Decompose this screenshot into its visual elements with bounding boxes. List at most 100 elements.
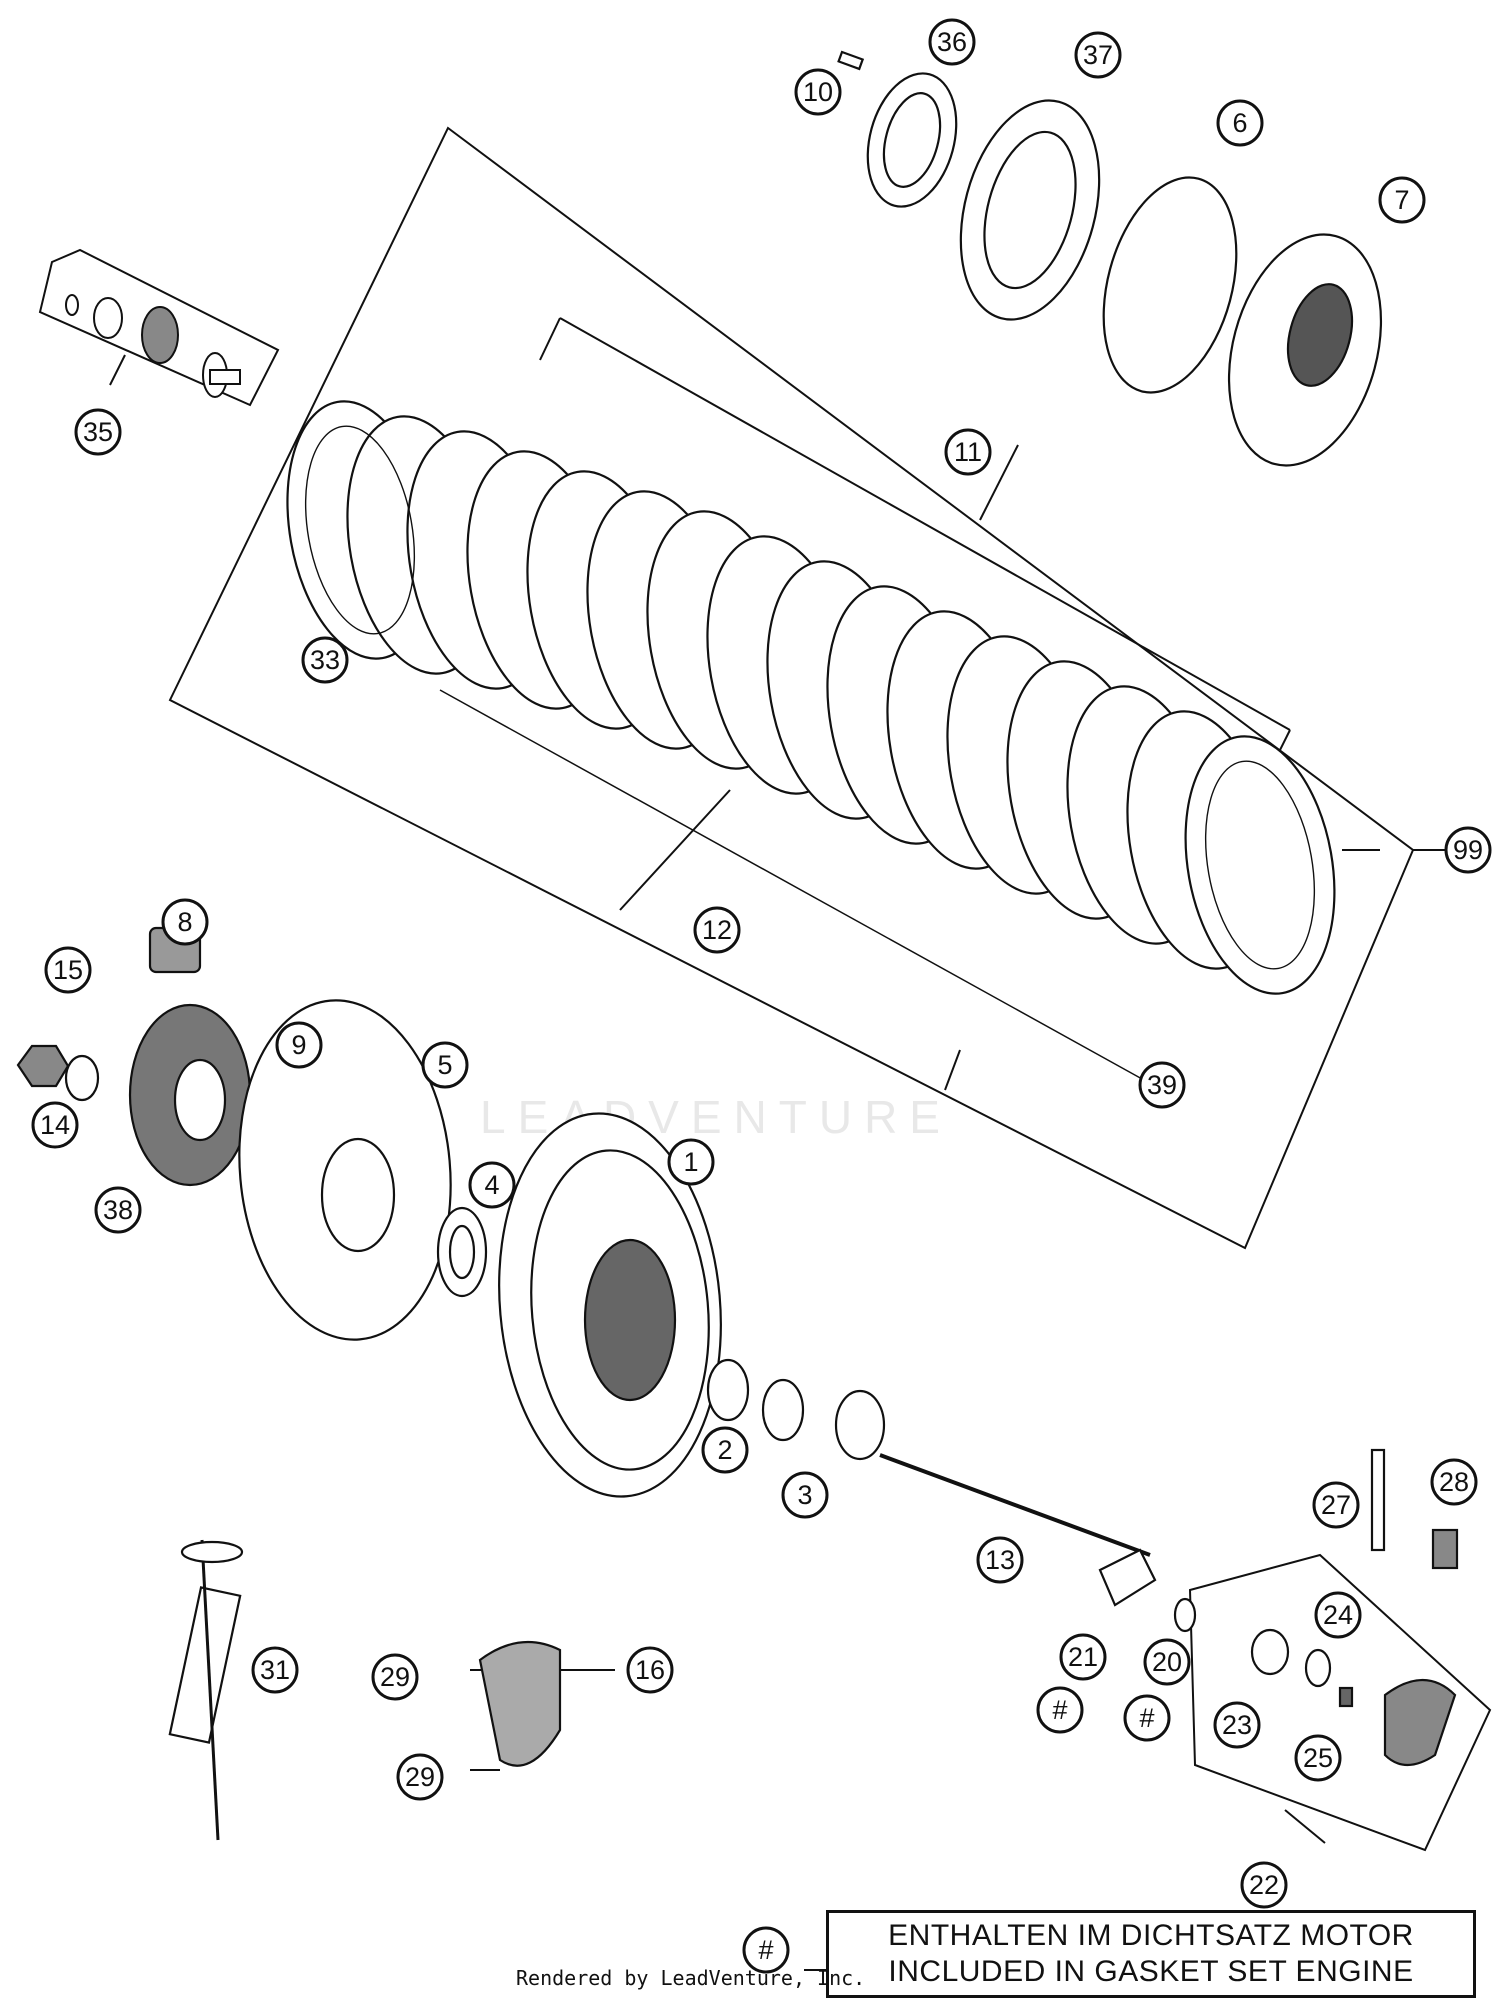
svg-text:33: 33 (310, 645, 340, 675)
o-ring-24 (1304, 1648, 1332, 1688)
hose-27 (1370, 1448, 1386, 1552)
bushing-2a (706, 1358, 750, 1422)
svg-text:14: 14 (40, 1110, 70, 1140)
callout-6: 6 (1216, 99, 1264, 147)
callout-2: 2 (701, 1426, 749, 1474)
gasket-21 (1098, 1548, 1157, 1607)
svg-text:29: 29 (380, 1662, 410, 1692)
callout-31: 31 (251, 1646, 299, 1694)
callout-hash-20: # (1123, 1694, 1171, 1742)
footer-credit: Rendered by LeadVenture, Inc. (516, 1966, 866, 1990)
ring-6 (1102, 176, 1238, 394)
svg-text:36: 36 (937, 27, 967, 57)
svg-text:5: 5 (437, 1050, 452, 1080)
svg-text:23: 23 (1222, 1710, 1252, 1740)
callout-10: 10 (794, 68, 842, 116)
callout-15: 15 (44, 946, 92, 994)
sleeve-3 (834, 1389, 886, 1461)
svg-text:31: 31 (260, 1655, 290, 1685)
svg-text:10: 10 (803, 77, 833, 107)
o-ring-20 (1173, 1597, 1197, 1633)
svg-text:22: 22 (1249, 1870, 1279, 1900)
svg-text:20: 20 (1152, 1647, 1182, 1677)
callout-29-bottom: 29 (396, 1753, 444, 1801)
assembly-box-22 (1188, 1553, 1492, 1852)
svg-text:15: 15 (53, 955, 83, 985)
callout-38: 38 (94, 1186, 142, 1234)
callout-16: 16 (626, 1646, 674, 1694)
svg-text:7: 7 (1394, 185, 1409, 215)
callout-27: 27 (1312, 1481, 1360, 1529)
svg-text:#: # (1139, 1703, 1154, 1733)
svg-text:24: 24 (1323, 1600, 1353, 1630)
svg-text:21: 21 (1068, 1642, 1098, 1672)
svg-text:8: 8 (177, 907, 192, 937)
callout-25: 25 (1294, 1734, 1342, 1782)
hub-parts (16, 926, 1197, 1633)
callout-1: 1 (667, 1138, 715, 1186)
svg-text:12: 12 (702, 915, 732, 945)
lower-parts (168, 1448, 1459, 1841)
svg-text:13: 13 (985, 1545, 1015, 1575)
callout-14: 14 (31, 1101, 79, 1149)
callout-22: 22 (1240, 1861, 1288, 1909)
master-cylinder (1383, 1678, 1457, 1767)
rod-13 (879, 1453, 1151, 1557)
callout-36: 36 (928, 18, 976, 66)
svg-text:9: 9 (291, 1030, 306, 1060)
bushing-2b (761, 1378, 805, 1442)
callout-21: 21 (1059, 1633, 1107, 1681)
kit-box-35 (38, 248, 280, 407)
svg-text:1: 1 (683, 1147, 698, 1177)
svg-text:35: 35 (83, 417, 113, 447)
svg-text:4: 4 (484, 1170, 499, 1200)
svg-text:2: 2 (717, 1435, 732, 1465)
callout-hash-legend: # (742, 1926, 790, 1974)
svg-text:11: 11 (954, 437, 982, 467)
callout-12: 12 (693, 906, 741, 954)
top-parts (837, 50, 1383, 467)
callout-23: 23 (1213, 1701, 1261, 1749)
callout-13: 13 (976, 1536, 1024, 1584)
callout-5: 5 (421, 1041, 469, 1089)
callout-35: 35 (74, 408, 122, 456)
svg-text:#: # (1052, 1695, 1067, 1725)
svg-text:29: 29 (405, 1762, 435, 1792)
svg-text:6: 6 (1232, 108, 1247, 138)
callout-39: 39 (1138, 1061, 1186, 1109)
screw-25 (1338, 1686, 1354, 1708)
svg-text:3: 3 (797, 1480, 812, 1510)
callout-11: 11 (944, 428, 992, 476)
callout-9: 9 (275, 1021, 323, 1069)
svg-text:38: 38 (103, 1195, 133, 1225)
svg-text:99: 99 (1453, 835, 1483, 865)
svg-text:25: 25 (1303, 1743, 1333, 1773)
svg-text:27: 27 (1321, 1490, 1351, 1520)
callout-7: 7 (1378, 176, 1426, 224)
svg-text:37: 37 (1083, 40, 1113, 70)
syringe-31 (168, 1586, 242, 1744)
callout-29-top: 29 (371, 1653, 419, 1701)
svg-text:39: 39 (1147, 1070, 1177, 1100)
callout-28: 28 (1430, 1458, 1478, 1506)
legend-box: ENTHALTEN IM DICHTSATZ MOTOR INCLUDED IN… (826, 1910, 1476, 1998)
callout-hash-21: # (1036, 1686, 1084, 1734)
slave-cylinder (478, 1640, 562, 1767)
callout-4: 4 (468, 1161, 516, 1209)
callout-20: 20 (1143, 1638, 1191, 1686)
svg-text:28: 28 (1439, 1467, 1469, 1497)
piston-23 (1250, 1628, 1290, 1676)
legend-line-de: ENTHALTEN IM DICHTSATZ MOTOR (888, 1919, 1414, 1952)
washer-14 (64, 1054, 100, 1102)
legend-line-en: INCLUDED IN GASKET SET ENGINE (888, 1955, 1414, 1988)
callout-8: 8 (161, 898, 209, 946)
plate-stack-frame (168, 126, 1415, 1250)
callout-99: 99 (1444, 826, 1492, 874)
callout-24: 24 (1314, 1591, 1362, 1639)
svg-text:#: # (758, 1935, 773, 1965)
callout-33: 33 (301, 636, 349, 684)
fitting-28 (1431, 1528, 1459, 1570)
clutch-plates (286, 400, 1336, 995)
callout-3: 3 (781, 1471, 829, 1519)
